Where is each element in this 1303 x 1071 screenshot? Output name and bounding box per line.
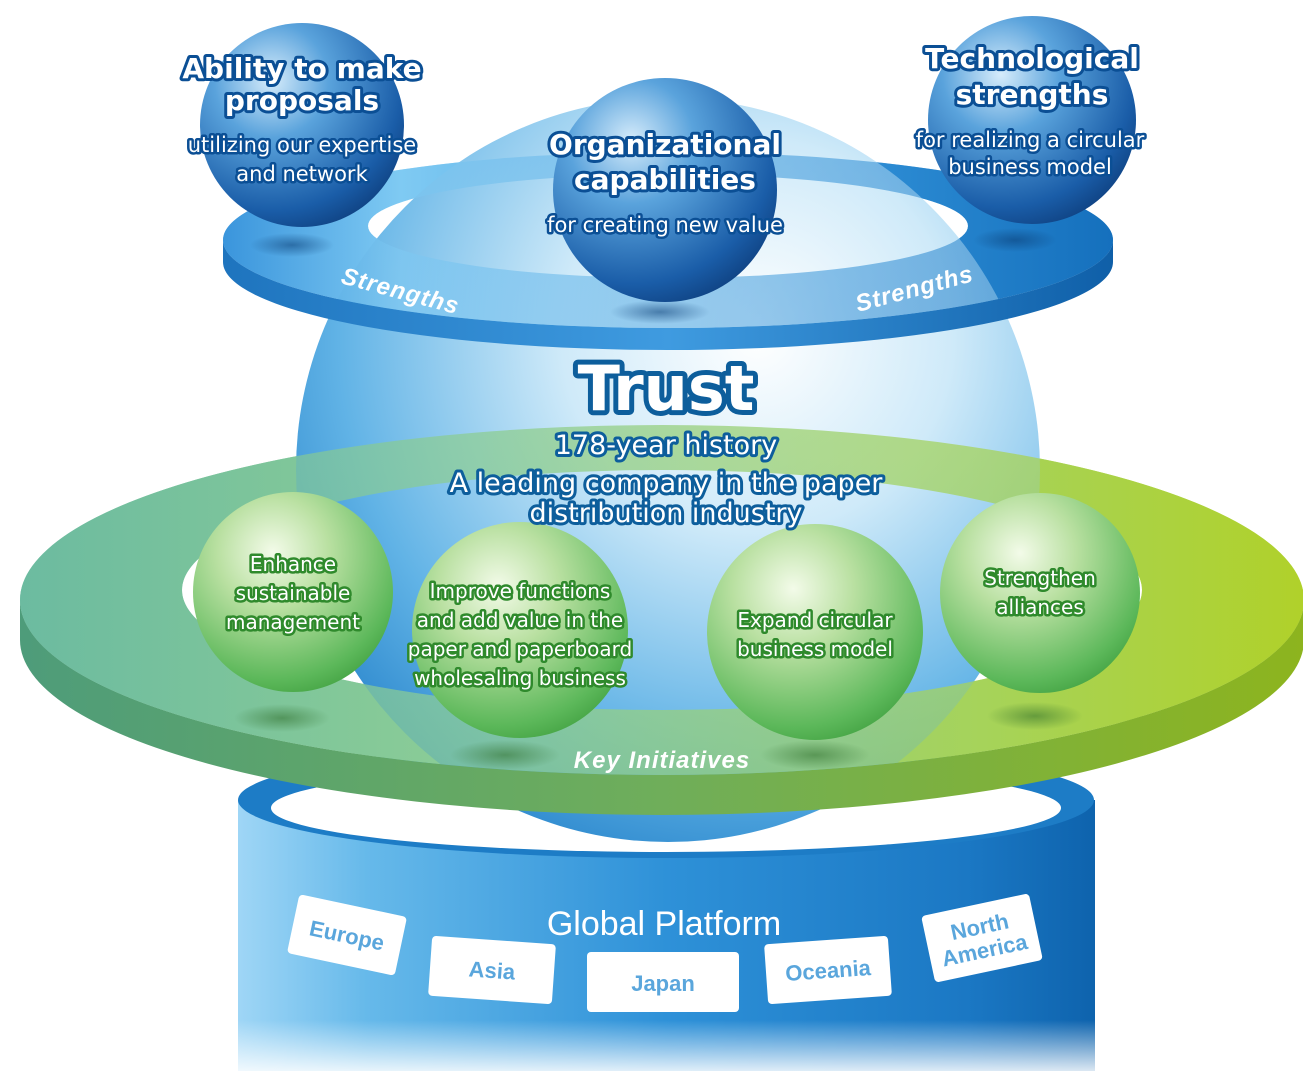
circular-label: Expand circular business model: [735, 606, 896, 664]
cylinder-body: [238, 800, 1095, 1071]
technological-sub-2: business model: [948, 155, 1112, 179]
organizational-title-2: capabilities: [574, 163, 756, 196]
alliances-sphere: [940, 493, 1140, 693]
proposals-title-1: Ability to make: [182, 52, 421, 85]
trust-line-2: A leading company in the paper: [450, 468, 884, 499]
region-oceania-label: Oceania: [784, 955, 872, 986]
alliances-line-1: Strengthen: [984, 566, 1096, 590]
organizational-title-1: Organizational: [549, 128, 781, 161]
technological-label: Technological strengths for realizing a …: [913, 39, 1147, 182]
improve-functions-sphere: [412, 522, 628, 738]
sustainable-sphere: [193, 492, 393, 692]
improve-line-1: Improve functions: [430, 579, 611, 603]
initiatives-ring-label: Key Initiatives: [574, 747, 750, 774]
improve-line-2: and add value in the: [417, 608, 623, 632]
region-asia: Asia: [428, 936, 556, 1004]
alliances-line-2: alliances: [996, 595, 1084, 619]
improve-line-3: paper and paperboard: [408, 637, 632, 661]
sustainable-line-1: Enhance: [250, 552, 336, 576]
sustainable-line-3: management: [226, 610, 360, 634]
region-europe: Europe: [287, 894, 407, 976]
technological-title-2: strengths: [956, 78, 1109, 111]
region-asia-label: Asia: [468, 956, 517, 984]
trust-line-1: 178-year history: [555, 430, 778, 461]
strengths-ring-front: [223, 152, 1113, 350]
region-oceania: Oceania: [764, 936, 892, 1004]
region-japan-label: Japan: [631, 971, 695, 996]
sustainable-line-2: sustainable: [236, 581, 351, 605]
proposals-sphere: [200, 23, 404, 227]
initiatives-ring-front: [20, 425, 1303, 815]
proposals-label: Ability to make proposals utilizing our …: [179, 49, 424, 189]
region-north-america: North America: [921, 894, 1043, 982]
global-platform-title: Global Platform: [547, 905, 781, 943]
sustainable-label: Enhance sustainable management: [224, 550, 363, 637]
trust-line-3: distribution industry: [529, 498, 802, 529]
circular-line-1: Expand circular: [737, 608, 893, 632]
trust-title: Trust: [578, 352, 755, 425]
organizational-label: Organizational capabilities for creating…: [545, 125, 786, 240]
proposals-title-2: proposals: [225, 84, 379, 117]
circular-line-2: business model: [737, 637, 893, 661]
circular-sphere: [707, 524, 923, 740]
alliances-label: Strengthen alliances: [982, 564, 1099, 622]
technological-sphere: [928, 16, 1136, 224]
technological-title-1: Technological: [925, 42, 1139, 75]
technological-sub-1: for realizing a circular: [916, 128, 1145, 152]
organizational-sub-1: for creating new value: [547, 213, 783, 237]
improve-line-4: wholesaling business: [414, 666, 626, 690]
trust-label: Trust 178-year history A leading company…: [447, 347, 887, 532]
organizational-sphere: [553, 78, 777, 302]
improve-functions-label: Improve functions and add value in the p…: [405, 577, 634, 693]
proposals-sub-1: utilizing our expertise: [188, 133, 416, 157]
region-japan: Japan: [587, 952, 739, 1012]
proposals-sub-2: and network: [236, 162, 368, 186]
cylinder-fade: [238, 1020, 1095, 1071]
